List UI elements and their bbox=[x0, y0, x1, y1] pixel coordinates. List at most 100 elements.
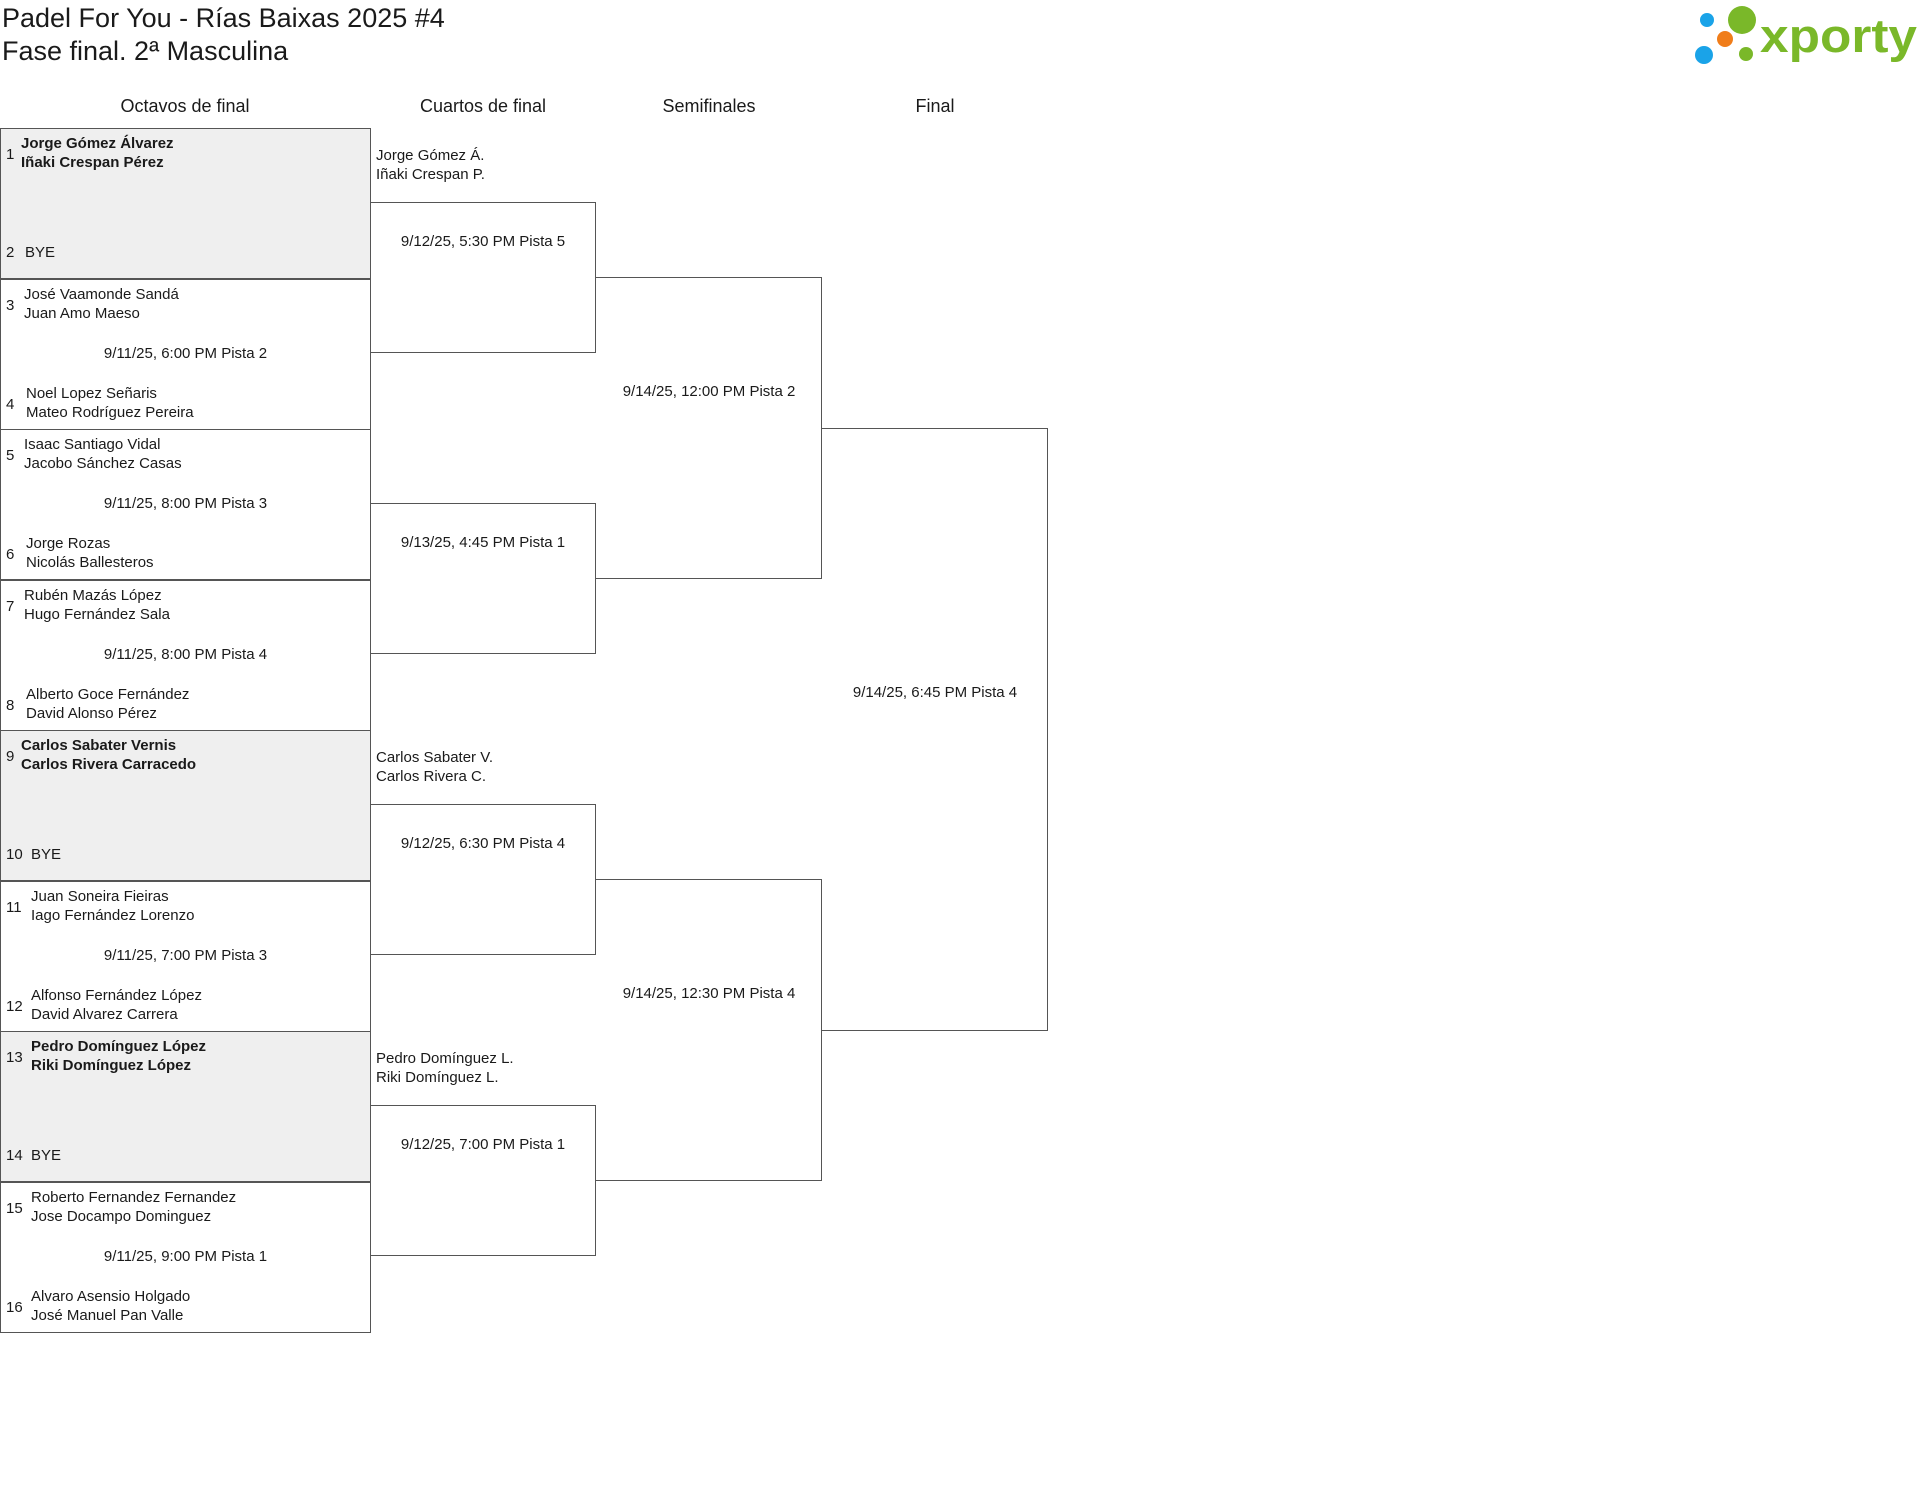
bye-label: BYE bbox=[31, 1147, 62, 1164]
player-name: David Alonso Pérez bbox=[26, 705, 157, 722]
seed-number: 15 bbox=[6, 1200, 23, 1217]
player-name: Pedro Domínguez López bbox=[31, 1038, 207, 1055]
logo-dot-blue-bottom bbox=[1695, 46, 1713, 64]
player-name: Riki Domínguez López bbox=[31, 1057, 192, 1074]
logo-dot-orange bbox=[1717, 31, 1733, 47]
final-schedule: 9/14/25, 6:45 PM Pista 4 bbox=[852, 684, 1018, 701]
bracket-subtitle: Fase final. 2ª Masculina bbox=[2, 36, 289, 66]
round-header-cuartos: Cuartos de final bbox=[419, 96, 547, 116]
round-header-semifinales: Semifinales bbox=[662, 96, 756, 116]
bye-slot: BYE bbox=[25, 243, 55, 262]
final-right-line bbox=[1047, 428, 1048, 1031]
qf1-player-1: Jorge Gómez Á. bbox=[376, 147, 485, 164]
player-name: Nicolás Ballesteros bbox=[26, 554, 154, 571]
qf3-team-a: Carlos Sabater V. Carlos Rivera C. bbox=[376, 748, 493, 786]
seed-number: 10 bbox=[6, 846, 23, 863]
match-schedule: 9/11/25, 8:00 PM Pista 4 bbox=[103, 646, 268, 663]
qf3-right-line bbox=[595, 804, 596, 955]
player-name: Isaac Santiago Vidal bbox=[24, 436, 161, 453]
round-header-final: Final bbox=[915, 96, 955, 116]
qf1-top-line bbox=[370, 202, 596, 203]
qf4-player-2: Riki Domínguez L. bbox=[376, 1069, 499, 1086]
qf4-top-line bbox=[370, 1105, 596, 1106]
bye-slot: BYE bbox=[31, 1146, 61, 1165]
seed-number: 14 bbox=[6, 1147, 23, 1164]
player-name: José Vaamonde Sandá bbox=[24, 286, 179, 303]
seed-number: 16 bbox=[6, 1299, 23, 1316]
seed-number: 8 bbox=[6, 697, 15, 714]
logo-dot-green-small bbox=[1739, 47, 1753, 61]
player-name: Alvaro Asensio Holgado bbox=[31, 1288, 191, 1305]
qf1-right-line bbox=[595, 202, 596, 353]
player-name: Alberto Goce Fernández bbox=[26, 686, 190, 703]
seed-number: 7 bbox=[6, 598, 15, 615]
seed-number: 2 bbox=[6, 244, 15, 261]
seed-number: 11 bbox=[6, 899, 22, 916]
qf3-player-1: Carlos Sabater V. bbox=[376, 749, 494, 766]
player-name: Carlos Sabater Vernis bbox=[21, 737, 177, 754]
bye-label: BYE bbox=[25, 244, 56, 261]
match-schedule: 9/11/25, 6:00 PM Pista 2 bbox=[103, 345, 268, 362]
qf2-bottom-line bbox=[370, 653, 596, 654]
match-schedule: 9/11/25, 7:00 PM Pista 3 bbox=[103, 947, 268, 964]
bye-slot: BYE bbox=[31, 845, 61, 864]
player-name: Carlos Rivera Carracedo bbox=[21, 756, 197, 773]
bye-label: BYE bbox=[31, 846, 62, 863]
qf1-bottom-line bbox=[370, 352, 596, 353]
player-name: Juan Amo Maeso bbox=[24, 305, 140, 322]
qf2-schedule: 9/13/25, 4:45 PM Pista 1 bbox=[400, 534, 566, 551]
sf1-right-line bbox=[821, 277, 822, 579]
seed-number: 9 bbox=[6, 748, 15, 765]
qf4-right-line bbox=[595, 1105, 596, 1256]
player-name: Iñaki Crespan Pérez bbox=[21, 154, 164, 171]
seed-number: 1 bbox=[6, 146, 15, 163]
seed-number: 3 bbox=[6, 297, 15, 314]
seed-number: 6 bbox=[6, 546, 15, 563]
logo-dot-blue-top bbox=[1700, 13, 1714, 27]
qf4-bottom-line bbox=[370, 1255, 596, 1256]
match-schedule: 9/11/25, 9:00 PM Pista 1 bbox=[103, 1248, 268, 1265]
sf2-schedule: 9/14/25, 12:30 PM Pista 4 bbox=[622, 985, 796, 1002]
player-name: Jorge Rozas bbox=[26, 535, 111, 552]
seed-number: 12 bbox=[6, 998, 23, 1015]
player-name: Jose Docampo Dominguez bbox=[31, 1208, 212, 1225]
player-name: Jorge Gómez Álvarez bbox=[21, 135, 174, 152]
player-name: José Manuel Pan Valle bbox=[31, 1307, 184, 1324]
qf3-schedule: 9/12/25, 6:30 PM Pista 4 bbox=[400, 835, 566, 852]
qf1-schedule: 9/12/25, 5:30 PM Pista 5 bbox=[400, 233, 566, 250]
sf1-top-line bbox=[596, 277, 822, 278]
player-name: Jacobo Sánchez Casas bbox=[24, 455, 182, 472]
qf4-team-a: Pedro Domínguez L. Riki Domínguez L. bbox=[376, 1049, 514, 1087]
player-name: Hugo Fernández Sala bbox=[24, 606, 170, 623]
seed-number: 4 bbox=[6, 396, 15, 413]
player-name: Iago Fernández Lorenzo bbox=[31, 907, 195, 924]
logo-wordmark: xporty bbox=[1760, 9, 1917, 62]
player-name: Juan Soneira Fieiras bbox=[31, 888, 169, 905]
qf4-schedule: 9/12/25, 7:00 PM Pista 1 bbox=[400, 1136, 566, 1153]
qf1-team-a: Jorge Gómez Á. Iñaki Crespan P. bbox=[376, 146, 485, 184]
qf4-player-1: Pedro Domínguez L. bbox=[376, 1050, 514, 1067]
qf3-player-2: Carlos Rivera C. bbox=[376, 768, 487, 785]
player-name: Roberto Fernandez Fernandez bbox=[31, 1189, 237, 1206]
round-header-octavos: Octavos de final bbox=[120, 96, 250, 116]
sf1-bottom-line bbox=[596, 578, 822, 579]
qf3-bottom-line bbox=[370, 954, 596, 955]
seed-number: 5 bbox=[6, 447, 15, 464]
event-title: Padel For You - Rías Baixas 2025 #4 bbox=[2, 3, 445, 33]
qf1-player-2: Iñaki Crespan P. bbox=[376, 166, 485, 183]
